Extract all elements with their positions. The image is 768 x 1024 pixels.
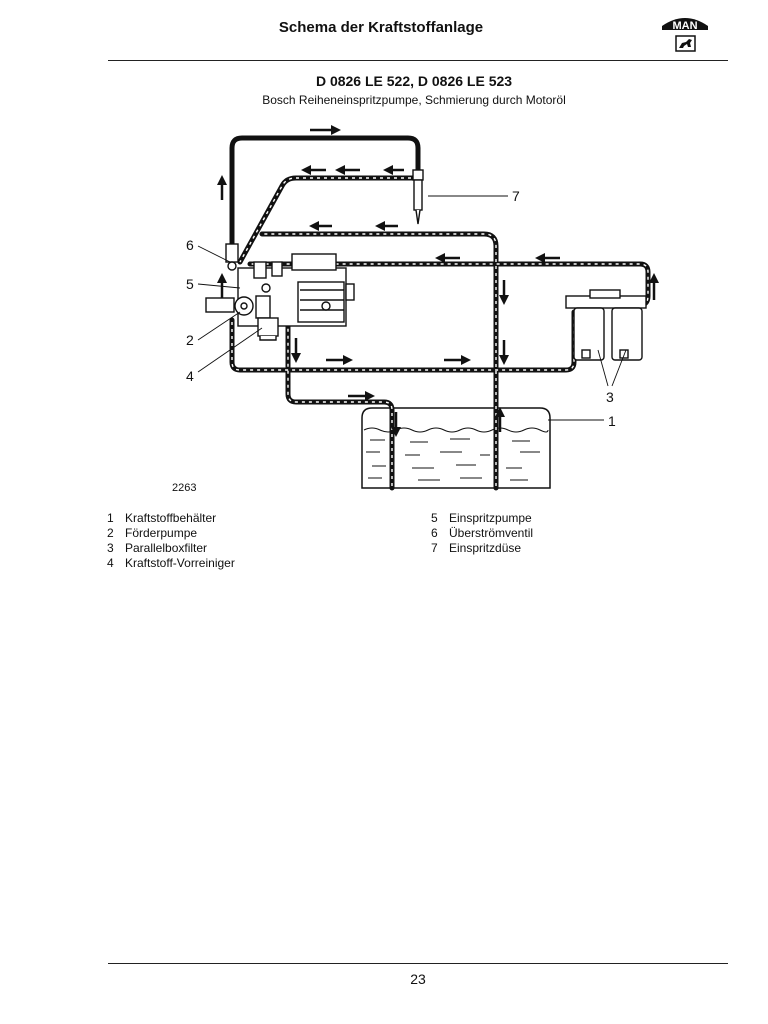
parallel-box-filter	[565, 289, 647, 361]
legend-item: 1 Kraftstoffbehälter	[107, 511, 235, 526]
callout-6: 6	[186, 237, 194, 253]
man-logo-text: MAN	[662, 18, 708, 32]
feed-pump	[205, 295, 271, 319]
legend-label: Kraftstoff-Vorreiniger	[125, 556, 235, 570]
callout-leaders	[197, 195, 627, 421]
overflow-valve	[225, 243, 239, 271]
legend-number: 2	[107, 526, 114, 540]
legend-item: 3 Parallelboxfilter	[107, 541, 235, 556]
legend-label: Parallelboxfilter	[125, 541, 208, 555]
fuel-system-diagram: 6 5 2 4 7 3 1 2263	[172, 125, 659, 494]
man-logo: MAN	[662, 18, 708, 52]
injector	[412, 169, 424, 225]
callout-2: 2	[186, 332, 194, 348]
callout-1: 1	[608, 413, 616, 429]
legend-label: Kraftstoffbehälter	[125, 511, 217, 525]
callout-3: 3	[606, 389, 614, 405]
page-number: 23	[410, 971, 426, 987]
callout-7: 7	[512, 188, 520, 204]
svg-text:MAN: MAN	[672, 20, 697, 32]
legend-item: 2 Förderpumpe	[107, 526, 235, 541]
legend-label: Überströmventil	[449, 526, 534, 540]
fuel-pre-cleaner	[257, 317, 279, 341]
legend-left: 1 Kraftstoffbehälter 2 Förderpumpe 3 Parall…	[107, 511, 235, 571]
legend-label: Einspritzdüse	[449, 541, 522, 555]
legend-item: 5 Einspritzpumpe	[431, 511, 533, 526]
callout-4: 4	[186, 368, 194, 384]
legend-item: 7 Einspritzdüse	[431, 541, 533, 556]
legend-item: 6 Überströmventil	[431, 526, 533, 541]
model-title: D 0826 LE 522, D 0826 LE 523	[315, 73, 513, 89]
legend-right: 5 Einspritzpumpe 6 Überströmventil 7 Einspr…	[431, 511, 533, 556]
footer-rule	[108, 963, 728, 964]
figure-number: 2263	[172, 482, 196, 494]
legend-number: 4	[107, 556, 114, 570]
page-title: Schema der Kraftstoffanlage	[278, 19, 484, 36]
legend-number: 3	[107, 541, 114, 555]
legend-number: 6	[431, 526, 438, 540]
legend-number: 7	[431, 541, 438, 555]
legend-item: 4 Kraftstoff-Vorreiniger	[107, 556, 235, 571]
header-rule	[108, 60, 728, 61]
legend-label: Förderpumpe	[125, 526, 198, 540]
flow-arrows	[217, 125, 659, 437]
legend-label: Einspritzpumpe	[449, 511, 532, 525]
legend-number: 5	[431, 511, 438, 525]
model-subtitle: Bosch Reiheneinspritzpumpe, Schmierung d…	[262, 93, 566, 107]
callout-5: 5	[186, 276, 194, 292]
legend-number: 1	[107, 511, 114, 525]
